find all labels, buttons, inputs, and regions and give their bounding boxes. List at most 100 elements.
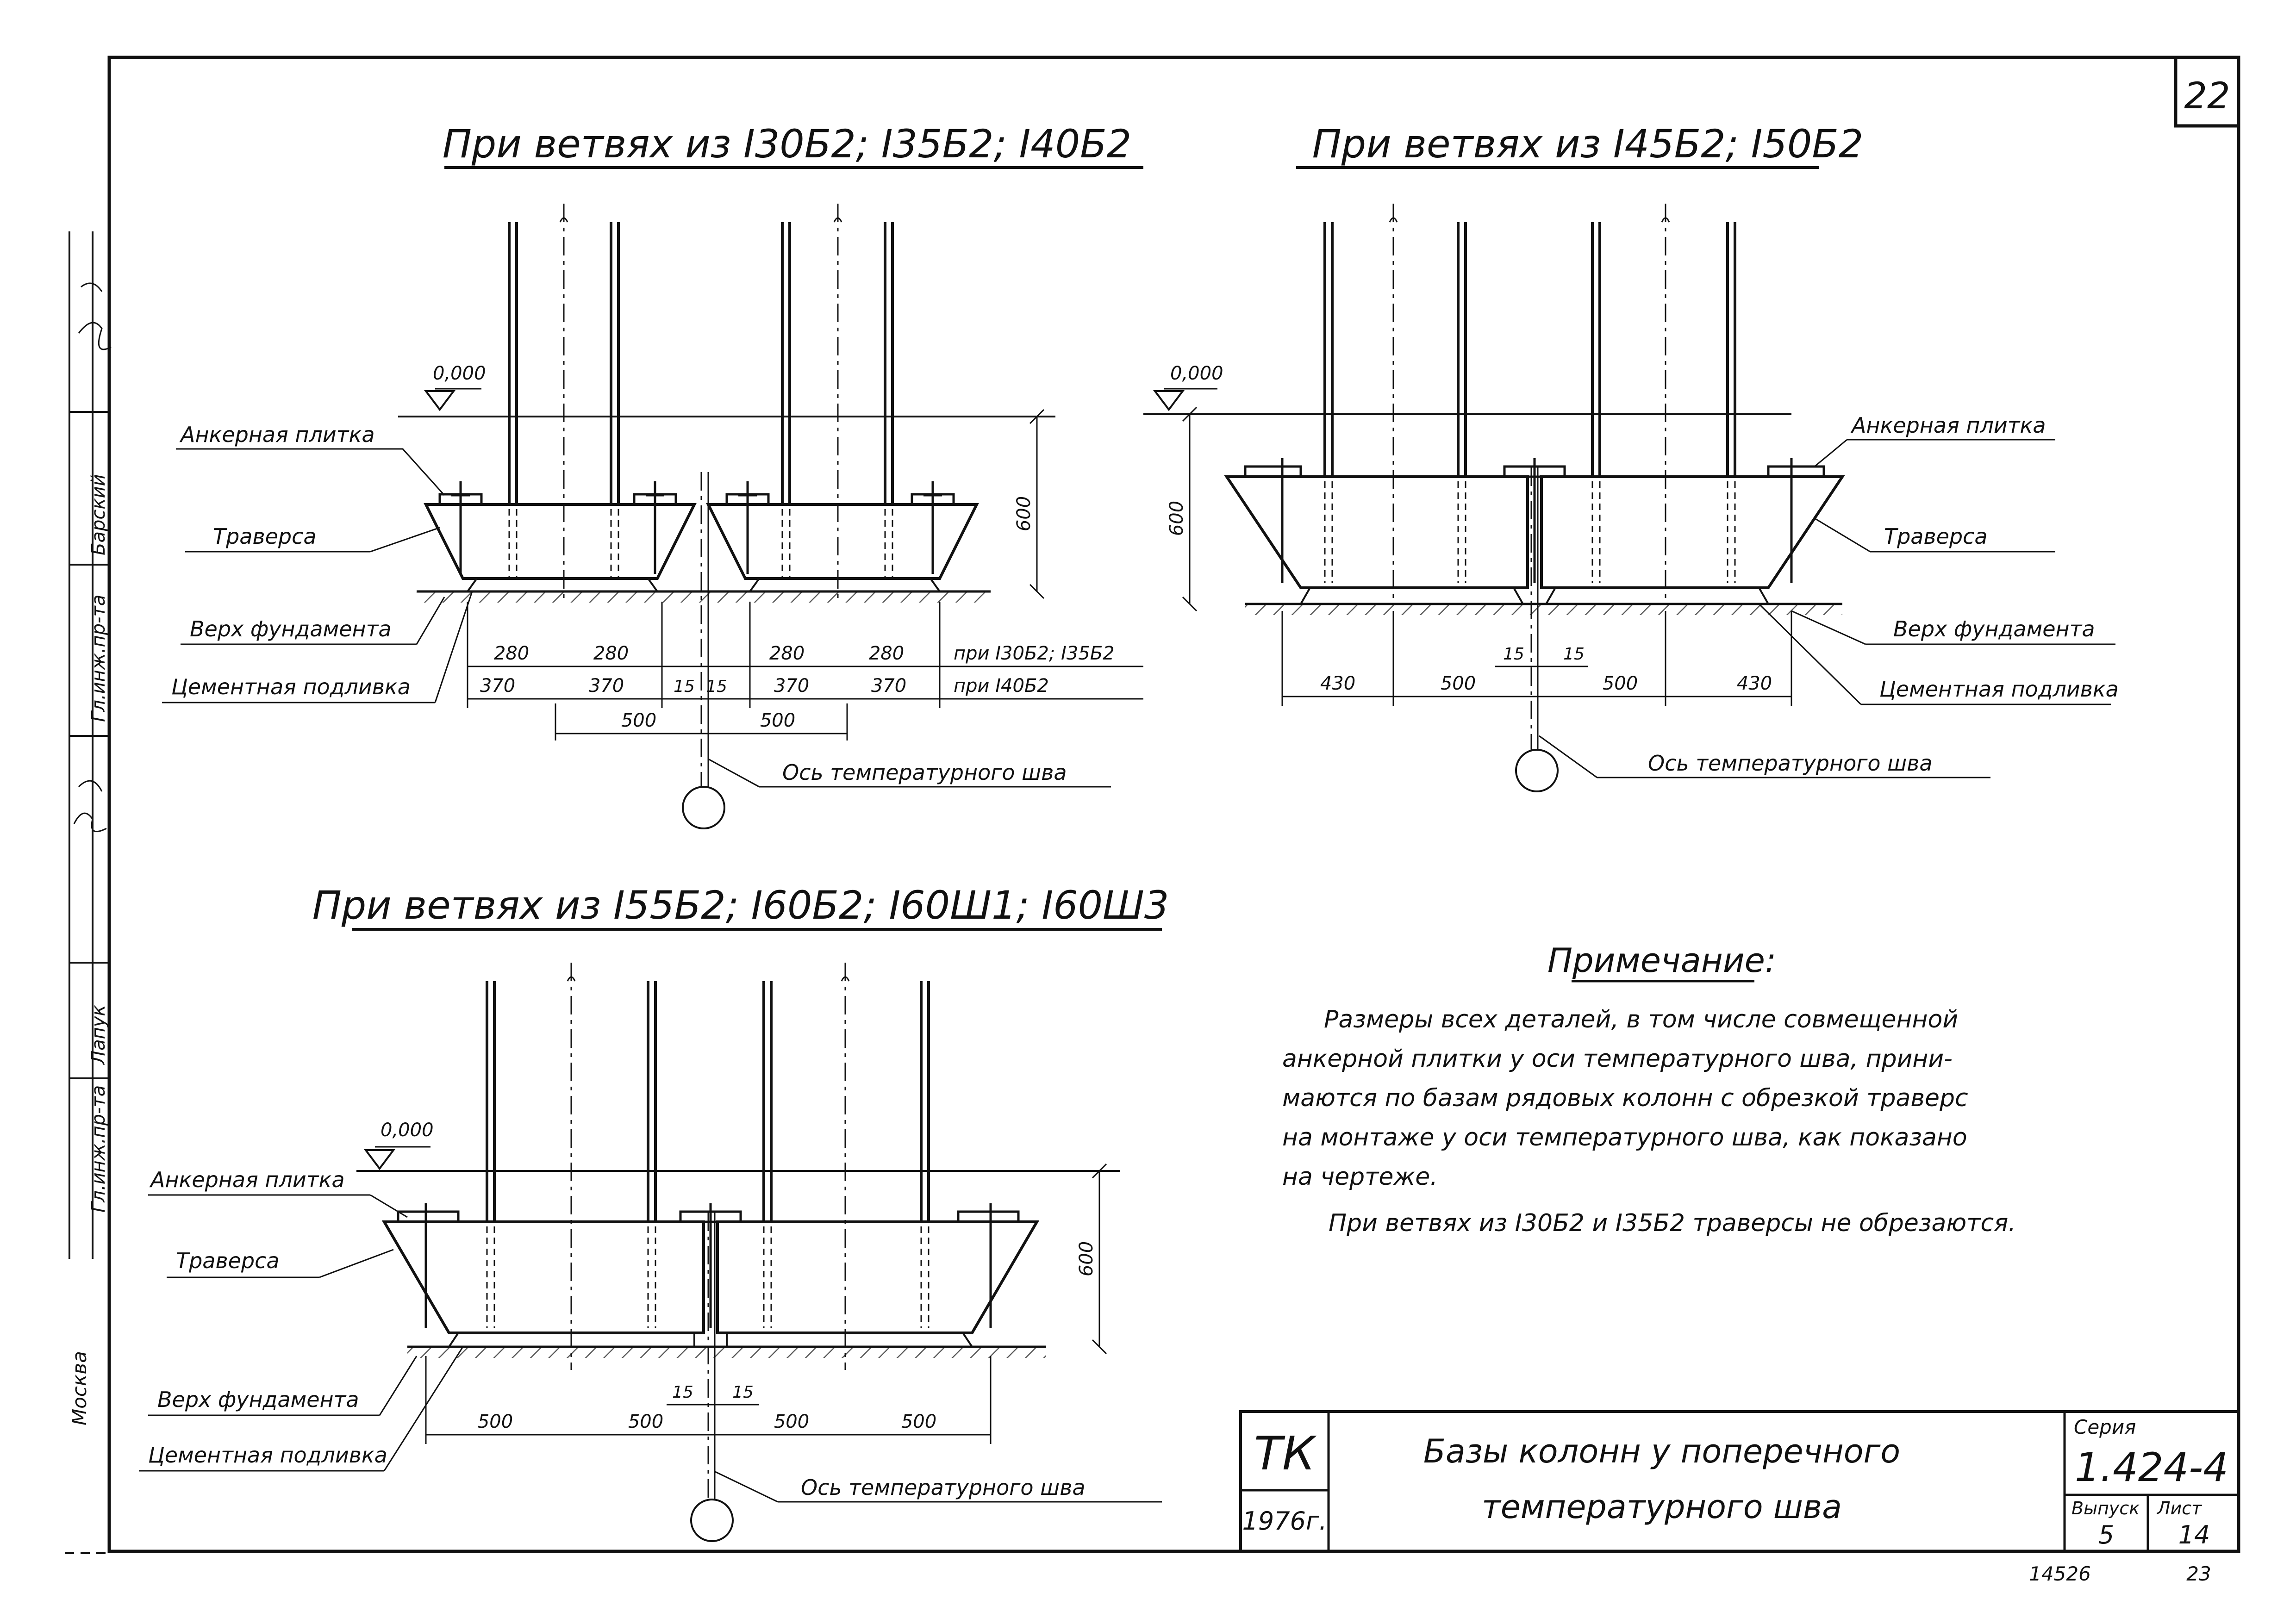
view-3-height-dim: 600: [1076, 1241, 1097, 1276]
view-1-dim-15-b: 15: [706, 677, 727, 696]
view-3-dim-15-a: 15: [672, 1383, 693, 1402]
note-line-2: анкерной плитки у оси температурного шва…: [1282, 1045, 1953, 1073]
view-1-title: При ветвях из I30Б2; I35Б2; I40Б2: [443, 121, 1132, 167]
view-3-label-foundation: Верх фундамента: [157, 1387, 359, 1412]
view-1-grout: [466, 578, 659, 592]
view-1-dim-280-a: 280: [494, 643, 529, 664]
view-2-label-foundation: Верх фундамента: [1893, 616, 2095, 641]
note-block: Примечание: Размеры всех деталей, в том …: [1282, 941, 2016, 1237]
sheet-frame: [65, 56, 2240, 1554]
view-1-dim-note-2: при I40Б2: [954, 675, 1049, 697]
stamp-city: Москва: [68, 1351, 91, 1425]
view-2-dim-430-b: 430: [1737, 673, 1772, 694]
view-1-dim-280-b: 280: [593, 643, 629, 664]
view-1-dim-370-b: 370: [589, 675, 624, 697]
view-3-label-axis: Ось температурного шва: [801, 1475, 1086, 1500]
view-2-traverse-right: [1540, 475, 1845, 589]
view-2-dim-500-a: 500: [1441, 673, 1476, 694]
view-1-label-anchor: Анкерная плитка: [179, 422, 375, 447]
view-2-label-grout: Цементная подливка: [1879, 677, 2119, 702]
view-2-label-traverse: Траверса: [1884, 524, 1988, 549]
title-block-year: 1976г.: [1242, 1506, 1327, 1536]
bottom-inventory-number: 14526: [2029, 1562, 2091, 1585]
view-2-grout: [1299, 587, 1525, 605]
title-block: ТК 1976г. Базы колонн у поперечного темп…: [1239, 1410, 2240, 1553]
title-block-series-label: Серия: [2074, 1416, 2136, 1438]
view-2-label-anchor: Анкерная плитка: [1850, 413, 2046, 438]
view-3: При ветвях из I55Б2; I60Б2; I60Ш1; I60Ш3…: [139, 883, 1169, 1542]
stamp-signature-1: [73, 780, 107, 833]
view-1-dim-note-1: при I30Б2; I35Б2: [954, 643, 1115, 664]
view-1-dim-500-b: 500: [760, 710, 795, 731]
note-line-5: на чертеже.: [1282, 1163, 1438, 1191]
view-1-label-foundation: Верх фундамента: [190, 616, 392, 641]
view-3-anchor-plate: [397, 1210, 460, 1223]
page-number-box: 22: [2174, 57, 2239, 128]
view-2-title: При ветвях из I45Б2; I50Б2: [1312, 121, 1864, 167]
view-2-dim-15-a: 15: [1503, 645, 1524, 664]
view-2-dim-15-b: 15: [1563, 645, 1585, 664]
view-3-column-branches: [486, 981, 930, 1222]
view-1-axis-marker: [682, 786, 725, 829]
note-line-6: При ветвях из I30Б2 и I35Б2 траверсы не …: [1329, 1209, 2016, 1237]
view-1-label-axis: Ось температурного шва: [782, 760, 1067, 785]
view-1-column-branches: [508, 222, 894, 504]
stamp-name-1: Барский: [88, 474, 109, 556]
view-3-traverse-right: [716, 1220, 1040, 1334]
view-2-height-dim: 600: [1166, 501, 1187, 536]
view-2-dim-430-a: 430: [1320, 673, 1355, 694]
page-number: 22: [2184, 75, 2230, 117]
view-1-zero-mark: 0,000: [433, 363, 486, 384]
view-3-label-grout: Цементная подливка: [148, 1443, 387, 1468]
title-block-org: ТК: [1254, 1426, 1317, 1481]
view-1-dim-280-d: 280: [869, 643, 904, 664]
view-3-title: При ветвях из I55Б2; I60Б2; I60Ш1; I60Ш3: [312, 883, 1169, 928]
title-block-issue: 5: [2098, 1520, 2114, 1549]
note-line-4: на монтаже у оси температурного шва, как…: [1282, 1124, 1967, 1151]
view-1-label-grout: Цементная подливка: [171, 674, 411, 699]
view-2-column-branches: [1323, 222, 1736, 477]
view-1: При ветвях из I30Б2; I35Б2; I40Б2 0,000: [162, 121, 1143, 829]
note-heading: Примечание:: [1547, 941, 1776, 980]
view-1-traverse-right: [706, 503, 979, 580]
view-3-axis-marker: [690, 1499, 734, 1542]
view-2-label-axis: Ось температурного шва: [1648, 751, 1933, 776]
view-2-dim-500-b: 500: [1603, 673, 1638, 694]
view-1-dim-15-a: 15: [674, 677, 695, 696]
view-3-dim-500-a: 500: [478, 1411, 513, 1432]
view-3-label-anchor: Анкерная плитка: [149, 1167, 345, 1192]
view-2: При ветвях из I45Б2; I50Б2 0,000: [1143, 121, 2119, 792]
title-block-title-1: Базы колонн у поперечного: [1423, 1432, 1900, 1470]
view-3-dim-500-d: 500: [901, 1411, 936, 1432]
view-3-label-traverse: Траверса: [176, 1248, 280, 1273]
view-3-traverse-left: [381, 1220, 705, 1334]
view-1-dim-370-d: 370: [871, 675, 906, 697]
stamp-name-2: Лапук: [88, 1005, 109, 1065]
title-block-title-2: температурного шва: [1482, 1488, 1842, 1526]
stamp-role-1: Гл.инж.пр-та: [88, 595, 109, 722]
view-3-dim-500-c: 500: [774, 1411, 809, 1432]
view-1-label-traverse: Траверса: [213, 524, 317, 549]
title-block-series: 1.424-4: [2075, 1444, 2228, 1491]
view-1-dim-370-a: 370: [480, 675, 515, 697]
bottom-page-number: 23: [2186, 1562, 2211, 1585]
view-3-dim-500-b: 500: [628, 1411, 663, 1432]
view-2-anchor-plate: [1244, 465, 1302, 478]
view-1-dim-370-c: 370: [774, 675, 809, 697]
title-block-issue-label: Выпуск: [2071, 1498, 2140, 1518]
view-3-dim-15-b: 15: [732, 1383, 754, 1402]
view-1-height-dim: 600: [1013, 496, 1035, 531]
view-2-zero-mark: 0,000: [1170, 363, 1223, 384]
stamp-signature-2: [78, 282, 112, 350]
view-3-zero-mark: 0,000: [381, 1120, 434, 1141]
side-stamp: Гл.инж.пр-та Барский Гл.инж.пр-та Лапук …: [68, 231, 112, 1425]
view-1-traverse-left: [424, 503, 697, 580]
title-block-sheet: 14: [2178, 1520, 2210, 1549]
note-line-1: Размеры всех деталей, в том числе совмещ…: [1324, 1006, 1958, 1033]
view-2-axis-marker: [1515, 749, 1559, 792]
view-2-traverse-left: [1224, 475, 1529, 589]
view-1-dim-500-a: 500: [621, 710, 656, 731]
view-1-dim-280-c: 280: [769, 643, 805, 664]
stamp-role-2: Гл.инж.пр-та: [88, 1085, 109, 1213]
